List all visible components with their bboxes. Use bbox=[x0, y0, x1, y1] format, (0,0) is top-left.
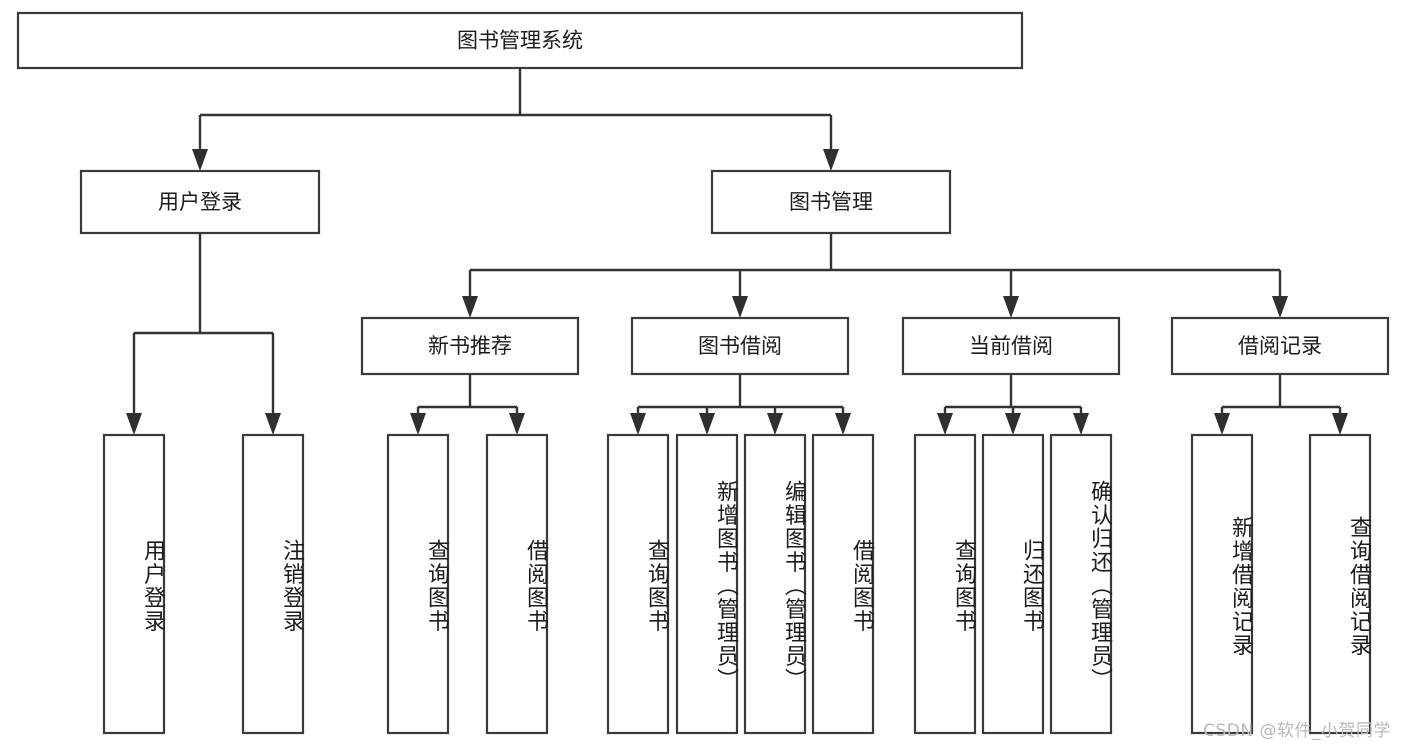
node-l3-图书借阅[interactable] bbox=[630, 316, 850, 376]
node-leaf-11-新增借阅记录[interactable] bbox=[1190, 433, 1254, 735]
node-leaf-1-注销登录-rect[interactable] bbox=[241, 433, 305, 735]
node-leaf-7-借阅图书[interactable] bbox=[811, 433, 875, 735]
node-leaf-5-新增图书管理员-rect[interactable] bbox=[675, 433, 739, 735]
node-leaf-2-查询图书[interactable] bbox=[386, 433, 450, 735]
node-leaf-12-查询借阅记录[interactable] bbox=[1308, 433, 1372, 735]
node-leaf-6-编辑图书管理员[interactable] bbox=[743, 433, 807, 735]
node-leaf-5-新增图书管理员[interactable] bbox=[675, 433, 739, 735]
connector-manage-drop-1-arrowhead bbox=[732, 296, 748, 318]
node-leaf-1-注销登录[interactable] bbox=[241, 433, 305, 735]
node-leaf-0-用户登录-rect[interactable] bbox=[102, 433, 166, 735]
connector-leaf-drop-4-arrowhead bbox=[767, 413, 783, 435]
node-leaf-8-查询图书-rect[interactable] bbox=[913, 433, 977, 735]
node-root-图书管理系统-rect[interactable] bbox=[16, 11, 1024, 70]
connector-root-drop-0-arrowhead bbox=[192, 149, 208, 171]
connector-leaf-drop-10-arrowhead bbox=[1332, 413, 1348, 435]
connector-leaf-drop-0-arrowhead bbox=[410, 413, 426, 435]
node-leaf-11-新增借阅记录-rect[interactable] bbox=[1190, 433, 1254, 735]
node-leaf-3-借阅图书-rect[interactable] bbox=[485, 433, 549, 735]
node-l3-借阅记录-rect[interactable] bbox=[1170, 316, 1390, 376]
node-l3-当前借阅[interactable] bbox=[901, 316, 1121, 376]
node-l3-借阅记录[interactable] bbox=[1170, 316, 1390, 376]
connector-leaf-drop-7-arrowhead bbox=[1005, 413, 1021, 435]
node-leaf-9-归还图书-rect[interactable] bbox=[981, 433, 1045, 735]
node-l3-当前借阅-label: 当前借阅 bbox=[969, 334, 1053, 358]
node-l2-用户登录[interactable] bbox=[79, 169, 321, 235]
node-leaf-0-用户登录[interactable] bbox=[102, 433, 166, 735]
node-leaf-2-查询图书-rect[interactable] bbox=[386, 433, 450, 735]
node-l2-图书管理-label: 图书管理 bbox=[789, 190, 873, 214]
node-leaf-4-查询图书[interactable] bbox=[606, 433, 670, 735]
connector-login-drop-1-arrowhead bbox=[265, 413, 281, 435]
node-l3-新书推荐-rect[interactable] bbox=[360, 316, 580, 376]
node-leaf-9-归还图书[interactable] bbox=[981, 433, 1045, 735]
node-l2-用户登录-rect[interactable] bbox=[79, 169, 321, 235]
node-leaf-12-查询借阅记录-rect[interactable] bbox=[1308, 433, 1372, 735]
connector-leaf-drop-8-arrowhead bbox=[1073, 413, 1089, 435]
connector-root-drop-1-arrowhead bbox=[823, 149, 839, 171]
node-l3-图书借阅-label: 图书借阅 bbox=[698, 334, 782, 358]
connector-manage-drop-3-arrowhead bbox=[1272, 296, 1288, 318]
node-leaf-7-借阅图书-rect[interactable] bbox=[811, 433, 875, 735]
connectors-layer bbox=[126, 68, 1348, 435]
connector-login-drop-0-arrowhead bbox=[126, 413, 142, 435]
node-root-图书管理系统-label: 图书管理系统 bbox=[457, 29, 583, 53]
connector-manage-drop-0-arrowhead bbox=[462, 296, 478, 318]
node-l3-借阅记录-label: 借阅记录 bbox=[1238, 334, 1322, 358]
watermark-text: CSDN @软件_小贺同学 bbox=[1203, 721, 1391, 741]
node-leaf-10-确认归还管理员[interactable] bbox=[1049, 433, 1113, 735]
node-leaf-6-编辑图书管理员-rect[interactable] bbox=[743, 433, 807, 735]
node-leaf-3-借阅图书[interactable] bbox=[485, 433, 549, 735]
node-l3-新书推荐-label: 新书推荐 bbox=[428, 334, 512, 358]
connector-leaf-drop-5-arrowhead bbox=[835, 413, 851, 435]
node-l2-用户登录-label: 用户登录 bbox=[158, 190, 242, 214]
node-leaf-4-查询图书-rect[interactable] bbox=[606, 433, 670, 735]
connector-leaf-drop-1-arrowhead bbox=[509, 413, 525, 435]
boxes-layer bbox=[16, 11, 1390, 735]
node-root-图书管理系统[interactable] bbox=[16, 11, 1024, 70]
connector-leaf-drop-2-arrowhead bbox=[630, 413, 646, 435]
connector-leaf-drop-9-arrowhead bbox=[1214, 413, 1230, 435]
node-leaf-8-查询图书[interactable] bbox=[913, 433, 977, 735]
node-l2-图书管理-rect[interactable] bbox=[710, 169, 952, 235]
node-leaf-10-确认归还管理员-rect[interactable] bbox=[1049, 433, 1113, 735]
connector-manage-drop-2-arrowhead bbox=[1003, 296, 1019, 318]
node-l2-图书管理[interactable] bbox=[710, 169, 952, 235]
node-l3-当前借阅-rect[interactable] bbox=[901, 316, 1121, 376]
node-l3-图书借阅-rect[interactable] bbox=[630, 316, 850, 376]
connector-leaf-drop-3-arrowhead bbox=[699, 413, 715, 435]
connector-leaf-drop-6-arrowhead bbox=[937, 413, 953, 435]
node-l3-新书推荐[interactable] bbox=[360, 316, 580, 376]
